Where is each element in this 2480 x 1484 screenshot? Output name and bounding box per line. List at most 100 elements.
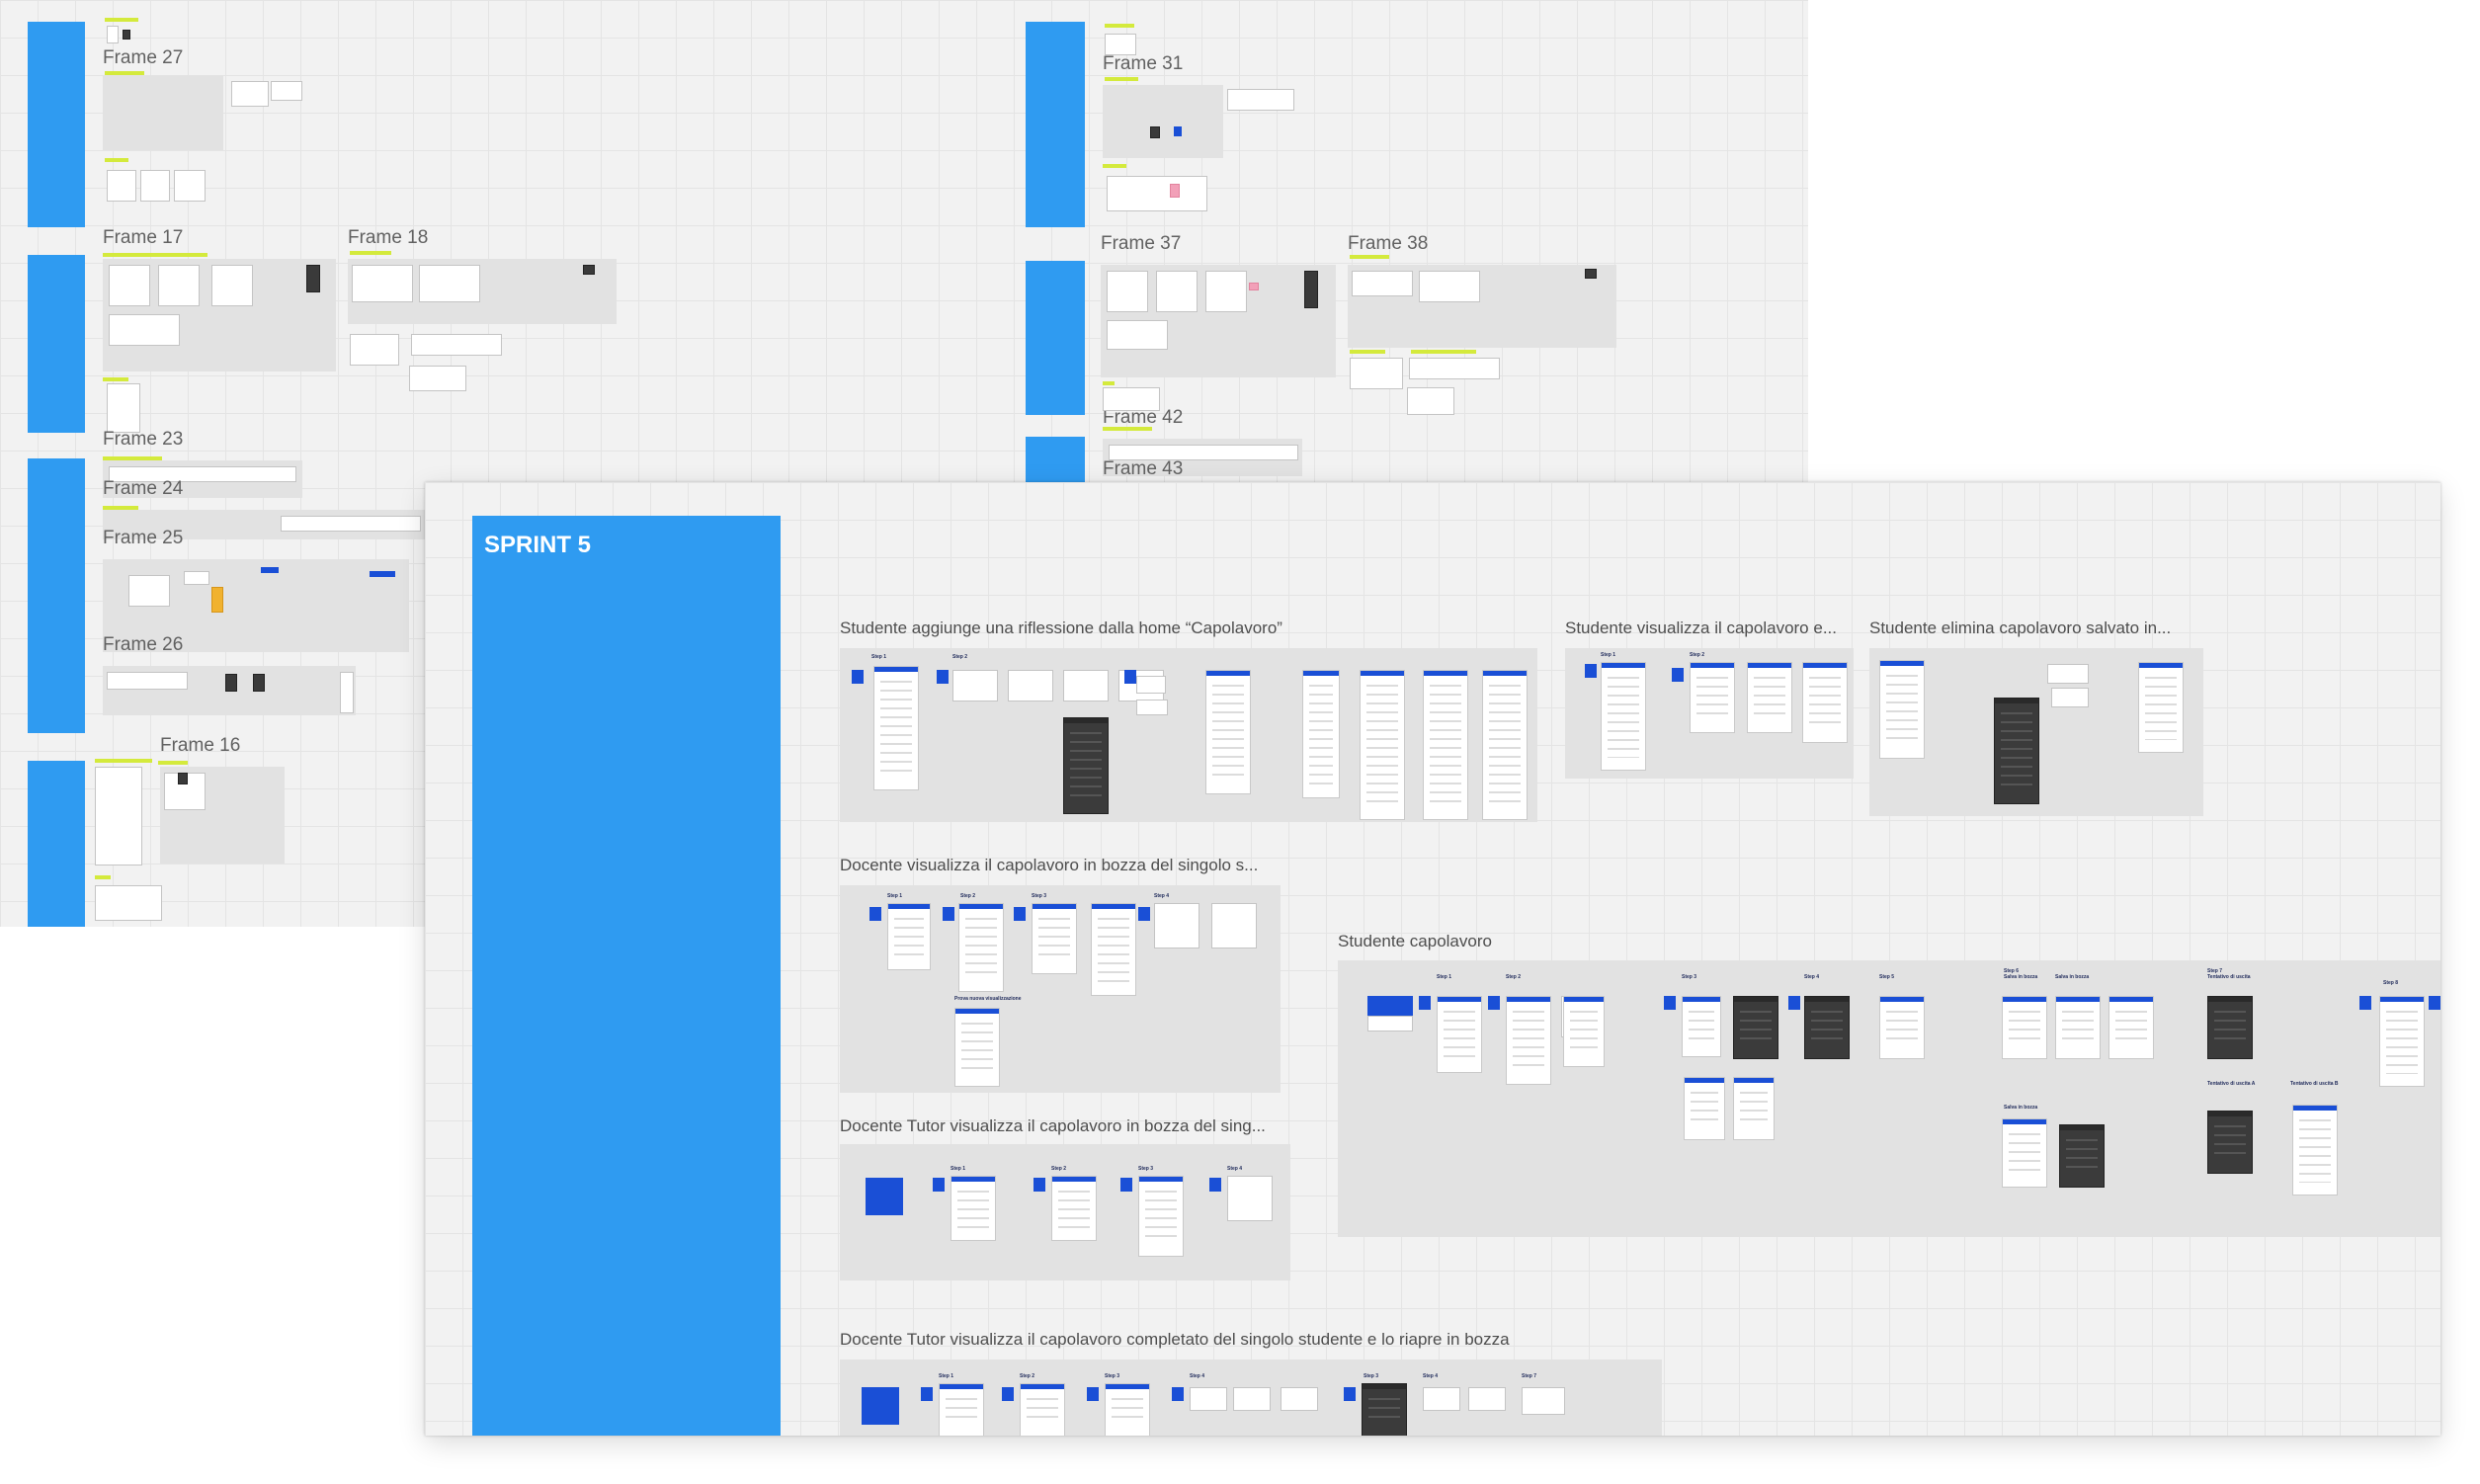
sticky-note[interactable] bbox=[103, 253, 207, 257]
mockup-marker bbox=[1033, 1178, 1045, 1192]
sprint-card[interactable] bbox=[28, 458, 85, 733]
sticky-note[interactable] bbox=[1105, 24, 1134, 28]
mockup-marker bbox=[1124, 670, 1136, 684]
sticky-note[interactable] bbox=[1103, 164, 1126, 168]
mockup-screen-modal bbox=[2207, 996, 2253, 1059]
mockup-screen bbox=[1733, 1077, 1775, 1140]
mockup-marker bbox=[943, 907, 954, 921]
sticky-note[interactable] bbox=[1350, 350, 1385, 354]
sprint-card[interactable] bbox=[1026, 261, 1085, 415]
mockup-marker bbox=[1087, 1387, 1099, 1401]
mockup-screen bbox=[951, 1176, 996, 1241]
frame[interactable] bbox=[103, 75, 223, 150]
mockup-thumbnail bbox=[174, 170, 206, 202]
mockup-screen bbox=[1020, 1383, 1065, 1436]
background-canvas[interactable]: Frame 27 Frame 17 Frame 18 Frame 23 Fram… bbox=[0, 0, 1808, 927]
sticky-note[interactable] bbox=[105, 18, 138, 22]
frame-label: Docente Tutor visualizza il capolavoro i… bbox=[840, 1116, 1266, 1135]
frame[interactable]: Step 1 Step 2 bbox=[840, 648, 1537, 822]
mockup-screen bbox=[2108, 996, 2154, 1059]
sticky-note[interactable] bbox=[1105, 77, 1138, 81]
sticky-note[interactable] bbox=[105, 71, 144, 75]
mockup-thumbnail bbox=[352, 265, 413, 302]
mockup-screen bbox=[958, 903, 1004, 992]
sticky-note[interactable] bbox=[1350, 255, 1389, 259]
mockup-screen bbox=[2138, 662, 2184, 753]
mockup-thumbnail bbox=[158, 265, 200, 306]
mockup-thumbnail bbox=[1367, 1016, 1413, 1031]
mockup-marker bbox=[1585, 664, 1597, 678]
step-label: Step 2 bbox=[952, 654, 968, 660]
sprint-card[interactable] bbox=[28, 22, 85, 227]
mockup-thumbnail bbox=[1249, 283, 1259, 290]
mockup-marker bbox=[937, 670, 949, 684]
sticky-note[interactable] bbox=[95, 875, 111, 879]
mockup-marker bbox=[1419, 996, 1431, 1010]
sticky-note[interactable] bbox=[103, 506, 138, 510]
mockup-thumbnail bbox=[1107, 271, 1148, 312]
step-label: Step 2 bbox=[1690, 652, 1705, 658]
sticky-note[interactable] bbox=[1103, 427, 1152, 431]
frame-label: Frame 31 bbox=[1103, 53, 1184, 74]
step-label: Prova nuova visualizzazione bbox=[954, 996, 1022, 1002]
mockup-thumbnail bbox=[409, 366, 466, 391]
sticky-note[interactable] bbox=[105, 158, 128, 162]
mockup-thumbnail bbox=[225, 674, 237, 692]
sprint-5-card[interactable]: SPRINT 5 bbox=[472, 516, 781, 1436]
zoomed-canvas-panel[interactable]: SPRINT 5 Studente aggiunge una riflessio… bbox=[425, 482, 2440, 1436]
step-label: Step 4 bbox=[1154, 893, 1170, 899]
step-label: Step 4 bbox=[1190, 1373, 1205, 1379]
step-label: Step 7 bbox=[2207, 968, 2223, 974]
frame-label: Frame 43 bbox=[1103, 458, 1184, 479]
frame[interactable]: Step 1 Step 2 Step 3 Step 4 Prova nuova … bbox=[840, 885, 1281, 1093]
frame-label: Docente Tutor visualizza il capolavoro c… bbox=[840, 1330, 1510, 1349]
mockup-thumbnail bbox=[1233, 1387, 1271, 1411]
step-label: Step 2 bbox=[1020, 1373, 1035, 1379]
mockup-marker bbox=[1014, 907, 1026, 921]
sprint-card[interactable] bbox=[28, 761, 85, 927]
mockup-thumbnail bbox=[1227, 89, 1294, 111]
mockup-marker bbox=[1172, 1387, 1184, 1401]
sticky-note[interactable] bbox=[95, 759, 152, 763]
frame[interactable] bbox=[1869, 648, 2203, 816]
mockup-thumbnail bbox=[107, 672, 188, 690]
mockup-thumbnail bbox=[1109, 445, 1298, 460]
frame[interactable]: Step 1 Step 2 Step 3 Step 4 Step 3 Step … bbox=[840, 1360, 1662, 1436]
mockup-marker bbox=[921, 1387, 933, 1401]
frame[interactable]: Step 1 Step 2 Step 3 Step 4 bbox=[840, 1144, 1290, 1280]
step-label: Step 3 bbox=[1105, 1373, 1120, 1379]
mockup-thumbnail bbox=[95, 885, 162, 921]
mockup-thumbnail bbox=[1585, 269, 1597, 279]
frame-label: Studente visualizza il capolavoro e... bbox=[1565, 618, 1837, 637]
step-label: Step 3 bbox=[1682, 974, 1697, 980]
mockup-thumbnail bbox=[211, 587, 223, 613]
mockup-thumbnail bbox=[1008, 670, 1053, 701]
sticky-note[interactable] bbox=[103, 456, 162, 460]
sprint-card[interactable] bbox=[1026, 437, 1085, 486]
frame-label: Frame 24 bbox=[103, 478, 184, 499]
step-label: Step 3 bbox=[1032, 893, 1047, 899]
mockup-screen-modal bbox=[1063, 717, 1109, 814]
step-label: Step 3 bbox=[1364, 1373, 1379, 1379]
mockup-screen bbox=[1879, 660, 1925, 759]
step-label: Step 2 bbox=[960, 893, 976, 899]
frame[interactable]: Step 1 Step 2 bbox=[1565, 648, 1854, 779]
frame-label: Studente capolavoro bbox=[1338, 932, 1492, 950]
sprint-card[interactable] bbox=[1026, 22, 1085, 227]
mockup-screen bbox=[954, 1008, 1000, 1087]
sticky-note[interactable] bbox=[350, 251, 391, 255]
frame[interactable]: Step 1 Step 2 Step 3 Step 4 Step 5 Step … bbox=[1338, 960, 2440, 1237]
mockup-screen bbox=[1051, 1176, 1097, 1241]
sticky-note[interactable] bbox=[1103, 381, 1115, 385]
sticky-note[interactable] bbox=[1411, 350, 1476, 354]
frame-label: Frame 26 bbox=[103, 634, 184, 655]
mockup-screen bbox=[1138, 1176, 1184, 1257]
mockup-marker bbox=[1209, 1178, 1221, 1192]
sprint-card[interactable] bbox=[28, 255, 85, 433]
sticky-note[interactable] bbox=[103, 377, 128, 381]
mockup-thumbnail bbox=[1103, 387, 1160, 411]
step-label: Step 1 bbox=[1437, 974, 1452, 980]
frame[interactable] bbox=[1103, 85, 1223, 158]
sticky-note[interactable] bbox=[158, 761, 188, 765]
mockup-thumbnail bbox=[95, 767, 142, 866]
